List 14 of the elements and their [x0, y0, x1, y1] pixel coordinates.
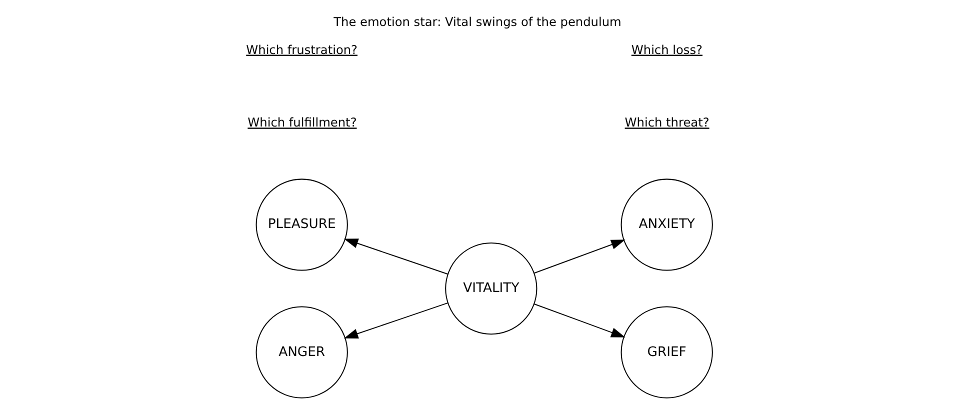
- node-circle: VITALITY: [445, 242, 538, 335]
- node-circle: ANGER: [256, 306, 348, 398]
- arrow: [344, 302, 448, 338]
- node-circle: ANXIETY: [620, 178, 713, 271]
- label: Which frustration?: [246, 42, 358, 57]
- diagram-title: The emotion star: Vital swings of the pendulum: [334, 14, 622, 29]
- node-circle: PLEASURE: [256, 178, 348, 271]
- arrow: [344, 238, 448, 275]
- label: Which loss?: [631, 42, 703, 57]
- node-circle: GRIEF: [620, 306, 713, 398]
- label: Which threat?: [624, 116, 710, 130]
- arrow: [534, 240, 626, 274]
- label: Which fulfillment?: [248, 116, 357, 130]
- arrow: [534, 304, 626, 338]
